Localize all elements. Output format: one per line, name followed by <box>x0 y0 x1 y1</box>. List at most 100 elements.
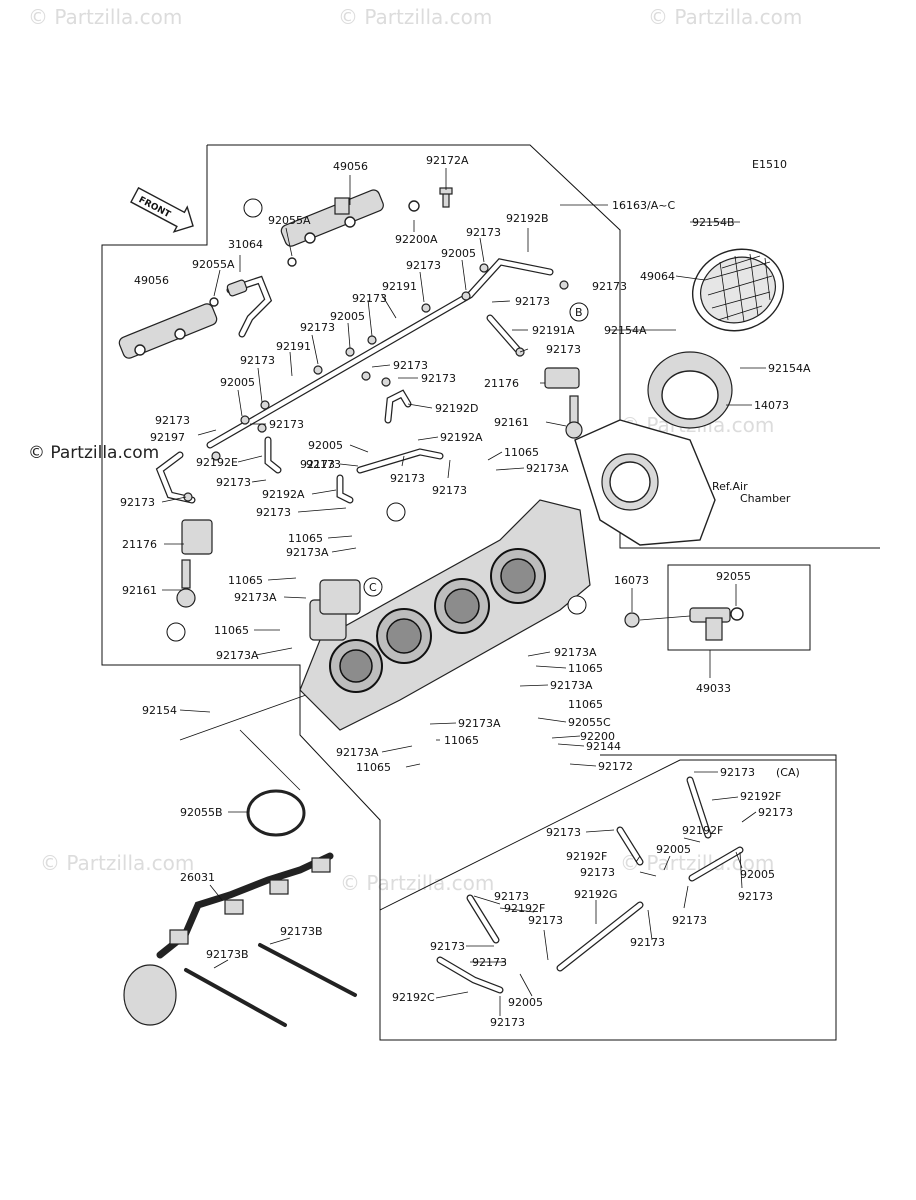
label-92192f-a: 92192F <box>740 790 781 803</box>
label-92173a-e: 92173A <box>216 649 259 662</box>
o-ring-2 <box>287 257 297 267</box>
label-92154: 92154 <box>142 704 177 717</box>
label-92192b: 92192B <box>506 212 549 225</box>
boundary-lines <box>101 144 880 1041</box>
label-92173-d: 92173 <box>352 292 387 305</box>
sensor-21176-lower <box>176 519 213 608</box>
label-92173-p: 92173 <box>432 484 467 497</box>
harness-26031 <box>123 852 334 1026</box>
label-92055c: 92055C <box>568 716 611 729</box>
label-49064: 49064 <box>640 270 675 283</box>
label-92192a-a: 92192A <box>440 431 483 444</box>
label-92173-cc: 92173 <box>472 956 507 969</box>
label-92173-aa: 92173 <box>630 936 665 949</box>
label-92192d: 92192D <box>435 402 478 415</box>
label-11065-d: 11065 <box>214 624 249 637</box>
label-92173-n: 92173 <box>300 458 335 471</box>
label-92173a-g: 92173A <box>458 717 501 730</box>
label-92154a-b: 92154A <box>768 362 811 375</box>
label-92055: 92055 <box>716 570 751 583</box>
label-92173-s: 92173 <box>256 506 291 519</box>
label-92173-bb: 92173 <box>430 940 465 953</box>
side-copyright: © Partzilla.com <box>28 443 160 463</box>
label-92191a: 92191A <box>532 324 575 337</box>
label-92173-b: 92173 <box>406 259 441 272</box>
label-92173-t: 92173 <box>758 806 793 819</box>
label-92173b-b: 92173B <box>206 948 249 961</box>
sensor-21176-upper <box>544 367 583 439</box>
label-ca-note: (CA) <box>776 766 800 779</box>
label-92055a-top: 92055A <box>268 214 311 227</box>
label-11065-e: 11065 <box>568 662 603 675</box>
label-92200a: 92200A <box>395 233 438 246</box>
label-92055a-left: 92055A <box>192 258 235 271</box>
front-arrow-shape <box>130 186 194 233</box>
label-92173-g: 92173 <box>546 343 581 356</box>
screen-49064 <box>691 248 785 332</box>
label-92173-m: 92173 <box>306 458 341 471</box>
label-92173-o: 92173 <box>390 472 425 485</box>
ca-box <box>379 759 836 911</box>
label-92173-w: 92173 <box>738 890 773 903</box>
label-92192f-d: 92192F <box>504 902 545 915</box>
fuel-pipe <box>226 275 273 338</box>
label-92172: 92172 <box>598 760 633 773</box>
label-92173-x: 92173 <box>494 890 529 903</box>
label-92173b-a: 92173B <box>280 925 323 938</box>
vacuum-hoses-upper <box>155 258 554 504</box>
label-92005-d: 92005 <box>308 439 343 452</box>
label-chamber: Chamber <box>740 492 791 505</box>
label-92192e: 92192E <box>196 456 238 469</box>
part-labels: 49056 92172A 16163/A~C 92154B 92192B 920… <box>120 154 811 1029</box>
leader-lines <box>161 168 766 1016</box>
label-26031: 26031 <box>180 871 215 884</box>
label-92173a-a: 92173A <box>526 462 569 475</box>
air-chamber-ref <box>574 419 716 546</box>
label-92173a-h: 92173A <box>336 746 379 759</box>
label-92005-c: 92005 <box>220 376 255 389</box>
label-92173-v: 92173 <box>580 866 615 879</box>
label-92173a-b: 92173A <box>286 546 329 559</box>
label-92144: 92144 <box>586 740 621 753</box>
label-92173-r: 92173 <box>120 496 155 509</box>
label-92005-e: 92005 <box>656 843 691 856</box>
label-92055b: 92055B <box>180 806 223 819</box>
clamps <box>183 263 569 502</box>
label-92173-z: 92173 <box>528 914 563 927</box>
watermark-4: © Partzilla.com <box>40 851 194 875</box>
label-31064: 31064 <box>228 238 263 251</box>
front-arrow: FRONT <box>130 186 194 233</box>
label-21176-a: 21176 <box>484 377 519 390</box>
housing-14073 <box>647 351 733 429</box>
label-11065-f: 11065 <box>568 698 603 711</box>
ref-b-1: C <box>369 581 377 594</box>
label-16163: 16163/A~C <box>612 199 675 212</box>
label-92192c: 92192C <box>392 991 435 1004</box>
diag-2 <box>239 729 301 791</box>
label-92192g: 92192G <box>574 888 618 901</box>
diag-1 <box>179 689 321 741</box>
label-92173-k: 92173 <box>269 418 304 431</box>
ref-circles: B C <box>166 198 589 642</box>
label-92173-u: 92173 <box>546 826 581 839</box>
diagram-code: E1510 <box>752 158 787 171</box>
label-92005-b: 92005 <box>330 310 365 323</box>
label-92191: 92191 <box>382 280 417 293</box>
label-92161-a: 92161 <box>494 416 529 429</box>
label-ref-air: Ref.Air <box>712 480 748 493</box>
label-92192f-c: 92192F <box>566 850 607 863</box>
label-92173a-d: 92173A <box>554 646 597 659</box>
bolt-92172a <box>439 187 453 208</box>
fuel-rail-upper <box>280 189 384 247</box>
label-11065-g: 11065 <box>444 734 479 747</box>
label-92173-c: 92173 <box>592 280 627 293</box>
label-92197: 92197 <box>150 431 185 444</box>
main-boundary <box>207 144 880 549</box>
label-14073: 14073 <box>754 399 789 412</box>
injector-49033 <box>624 607 744 641</box>
label-92173a-f: 92173A <box>550 679 593 692</box>
label-92005-a: 92005 <box>441 247 476 260</box>
label-11065-h: 11065 <box>356 761 391 774</box>
label-49056-left: 49056 <box>134 274 169 287</box>
